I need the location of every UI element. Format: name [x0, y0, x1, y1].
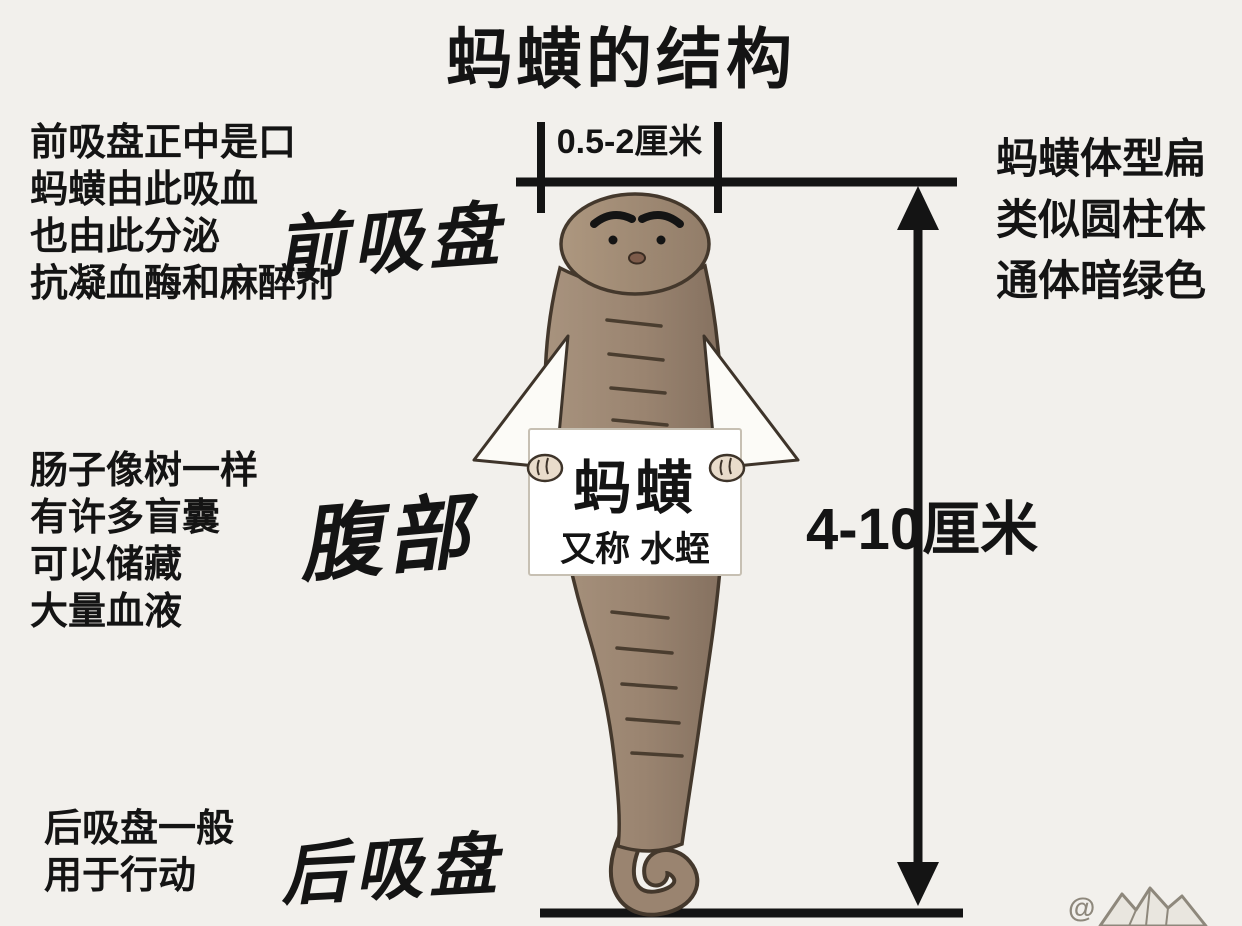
segment-mark	[630, 751, 684, 758]
note-line: 肠子像树一样	[30, 450, 259, 492]
note-line: 可以储藏	[30, 544, 183, 586]
leech-illustration	[472, 192, 800, 917]
body-shape-note: 蚂蟥体型扁 类似圆柱体 通体暗绿色	[996, 128, 1206, 311]
leech-segment-marks-upper	[605, 318, 669, 427]
note-line: 前吸盘正中是口	[30, 122, 297, 164]
watermark-mountain-icon	[1098, 886, 1208, 926]
leech-hand-left-fingers	[536, 457, 549, 476]
note-line: 蚂蟥体型扁	[996, 135, 1207, 182]
length-arrow-head-up	[897, 186, 939, 230]
segment-mark	[625, 717, 681, 725]
segment-mark	[610, 610, 670, 620]
page-title: 蚂蟥的结构	[446, 22, 796, 96]
note-line: 有许多盲囊	[30, 497, 221, 539]
leech-segment-marks-lower	[610, 610, 684, 758]
watermark-mountain-hatching	[1128, 887, 1169, 926]
anterior-sucker-label: 前吸盘	[273, 192, 507, 291]
note-line: 用于行动	[44, 855, 197, 897]
note-line: 通体暗绿色	[996, 257, 1207, 304]
note-line: 类似圆柱体	[996, 196, 1207, 243]
watermark-logo	[1098, 886, 1208, 926]
leech-face	[590, 211, 684, 265]
segment-mark	[605, 318, 663, 328]
note-line: 大量血液	[30, 591, 183, 633]
leech-mouth	[628, 251, 646, 265]
posterior-sucker-note: 后吸盘一般 用于行动	[44, 806, 234, 900]
note-line: 后吸盘一般	[44, 808, 235, 850]
posterior-sucker-label: 后吸盘	[278, 824, 505, 916]
anterior-sucker-note: 前吸盘正中是口 蚂蟥由此吸血 也由此分泌 抗凝血酶和麻醉剂	[30, 120, 334, 308]
segment-mark	[609, 386, 667, 395]
segment-mark	[607, 352, 665, 362]
leech-head	[559, 192, 711, 296]
leech-tail-curl	[612, 830, 696, 913]
length-arrow-head-down	[897, 862, 939, 906]
sign-name-text: 蚂蟥	[572, 456, 697, 521]
watermark-at-symbol: @	[1068, 892, 1096, 923]
width-measurement-label: 0.5-2厘米	[556, 123, 703, 161]
intestine-note: 肠子像树一样 有许多盲囊 可以储藏 大量血液	[30, 448, 258, 636]
leech-hand-right-fingers	[719, 457, 732, 476]
note-line: 蚂蟥由此吸血	[30, 169, 259, 211]
leech-eye-left	[608, 235, 618, 245]
leech-eyebrow-left	[590, 211, 636, 228]
length-measurement-label: 4-10厘米	[806, 497, 1039, 562]
segment-mark	[615, 646, 674, 655]
note-line: 也由此分泌	[30, 216, 221, 258]
leech-eye-right	[656, 235, 666, 245]
leech-eyebrow-right	[638, 211, 684, 228]
segment-mark	[611, 418, 669, 427]
sign-subtitle-text: 又称 水蛭	[560, 530, 710, 569]
leech-hand-right	[708, 453, 746, 483]
note-line: 抗凝血酶和麻醉剂	[30, 263, 335, 305]
leech-hand-left	[526, 453, 564, 483]
leech-sign-board	[528, 428, 742, 576]
abdomen-label: 腹部	[294, 483, 479, 595]
segment-mark	[620, 682, 678, 690]
